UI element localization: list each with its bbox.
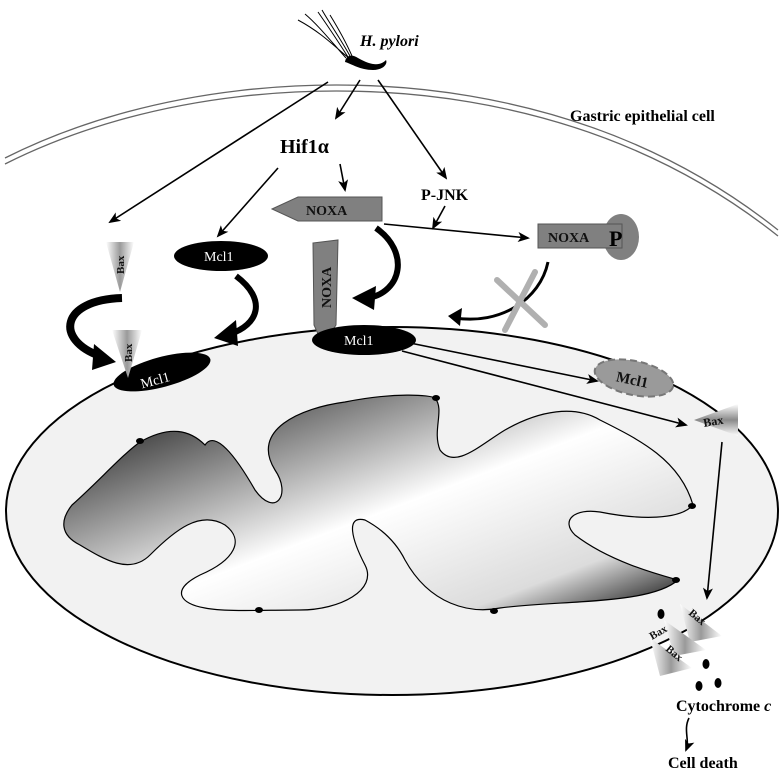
- arrow-to-degraded-mcl1: [409, 342, 599, 384]
- cell-death-label: Cell death: [668, 755, 738, 770]
- bax-cytosolic-label: Bax: [115, 255, 127, 274]
- bax-complex-label: Bax: [123, 343, 135, 362]
- curved-arrow-noxa-head: [352, 286, 376, 310]
- block-cross: [494, 269, 548, 333]
- curved-arrow-noxa: [367, 225, 401, 301]
- h-pylori-label: H. pylori: [359, 33, 419, 50]
- noxa-top-shape: [270, 196, 383, 222]
- cell-membrane-inner: [4, 90, 779, 237]
- arrow-bax-to-pore: [702, 441, 723, 600]
- h-pylori-bacterium: [297, 9, 387, 70]
- mcl1-noxa-complex: [312, 325, 416, 355]
- arrow-pjnk-to-phospho: [432, 205, 446, 230]
- arrow-hpylori-to-pjnk: [377, 79, 448, 180]
- mcl1-noxa-label: Mcl1: [344, 334, 374, 349]
- arrow-hpylori-to-hif: [334, 79, 361, 120]
- noxa-phospho: [537, 214, 639, 260]
- curved-arrow-bax-head: [92, 344, 116, 370]
- curved-arrow-mcl1: [228, 273, 259, 337]
- arrow-to-membrane-bax: [401, 350, 688, 428]
- cytochrome-c-dots: [657, 609, 722, 691]
- pjnk-label: P-JNK: [421, 187, 469, 204]
- bax-cytosolic: [106, 242, 134, 292]
- curved-arrow-bax: [66, 294, 123, 360]
- phosphate-label: P: [609, 226, 622, 251]
- mcl1-free: [174, 241, 268, 271]
- arrow-hpylori-to-bax: [108, 81, 329, 224]
- arrow-to-cell-death: [685, 717, 695, 752]
- cell-label: Gastric epithelial cell: [570, 108, 715, 125]
- mcl1-free-label: Mcl1: [204, 250, 234, 265]
- hif1a-label: Hif1α: [280, 136, 329, 158]
- bax-pore: [650, 604, 722, 676]
- mcl1-degraded: [593, 358, 675, 398]
- mcl1-complex-label: Mcl1: [139, 370, 171, 392]
- noxa-top-label: NOXA: [306, 204, 348, 219]
- bax-complex: [112, 330, 142, 378]
- noxa-phospho-label: NOXA: [548, 231, 590, 246]
- mcl1-bax-complex: [113, 352, 211, 392]
- arrow-hif-to-noxa: [338, 163, 349, 192]
- cytochrome-c-label: Cytochrome c: [676, 698, 771, 715]
- membrane-dots: [136, 395, 696, 614]
- noxa-vertical-label: NOXA: [320, 266, 335, 308]
- curved-arrow-mcl1-head: [214, 320, 238, 346]
- bax-membrane-label: Bax: [702, 413, 724, 430]
- bax-membrane: [694, 404, 738, 436]
- curved-arrow-blocked-head: [448, 308, 462, 326]
- mcl1-degraded-label: Mcl1: [615, 369, 650, 391]
- arrow-hif-to-mcl1: [216, 167, 279, 238]
- arrow-noxa-to-noxap: [383, 223, 530, 243]
- cell-membrane-outer: [4, 84, 779, 231]
